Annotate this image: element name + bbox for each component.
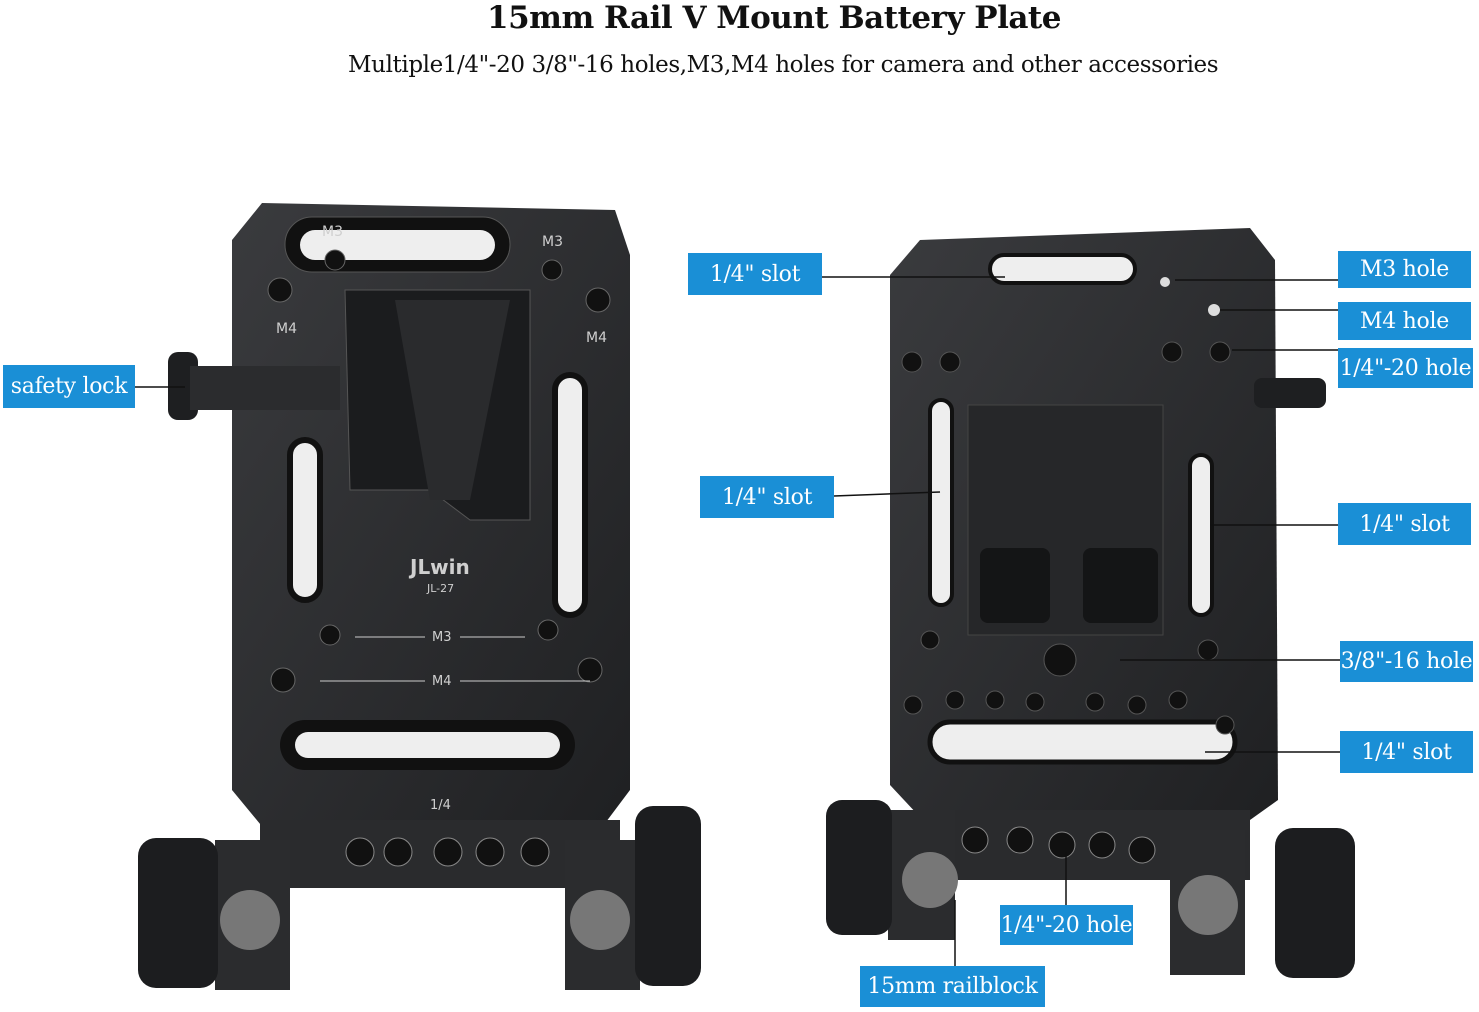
callout-leader-lines: [135, 276, 1340, 966]
callout-railblock: 15mm railblock: [860, 966, 1045, 1007]
subtitle: Multiple1/4"-20 3/8"-16 holes,M3,M4 hole…: [348, 52, 1219, 78]
callout-quarter-20-hole-bottom: 1/4"-20 hole: [1000, 905, 1133, 945]
callout-3-8-16-hole: 3/8"-16 hole: [1340, 641, 1473, 682]
svg-text:M3: M3: [432, 630, 452, 645]
callout-quarter-slot-mid-right: 1/4" slot: [1338, 503, 1471, 545]
svg-text:M3: M3: [322, 224, 343, 240]
back-plate: [826, 228, 1355, 978]
callout-quarter-slot-top: 1/4" slot: [688, 253, 822, 295]
callout-m4-hole: M4 hole: [1338, 302, 1471, 340]
callout-quarter-slot-bottom: 1/4" slot: [1340, 731, 1473, 773]
front-plate: M3 M3 M4 M4 JLwin JL-27 M3 M4 1/4: [138, 203, 701, 990]
callout-safety-lock: safety lock: [3, 365, 135, 408]
callout-quarter-20-hole-top: 1/4"-20 hole: [1338, 348, 1473, 388]
svg-text:M4: M4: [276, 321, 297, 337]
svg-text:M4: M4: [586, 330, 607, 346]
svg-text:JLwin: JLwin: [408, 555, 470, 579]
page-title: 15mm Rail V Mount Battery Plate: [487, 0, 1061, 36]
svg-text:JL-27: JL-27: [426, 582, 454, 595]
svg-text:1/4: 1/4: [430, 798, 451, 813]
callout-quarter-slot-mid-left: 1/4" slot: [700, 476, 834, 518]
svg-text:M3: M3: [542, 234, 563, 250]
svg-text:M4: M4: [432, 674, 452, 689]
callout-m3-hole: M3 hole: [1338, 251, 1471, 288]
